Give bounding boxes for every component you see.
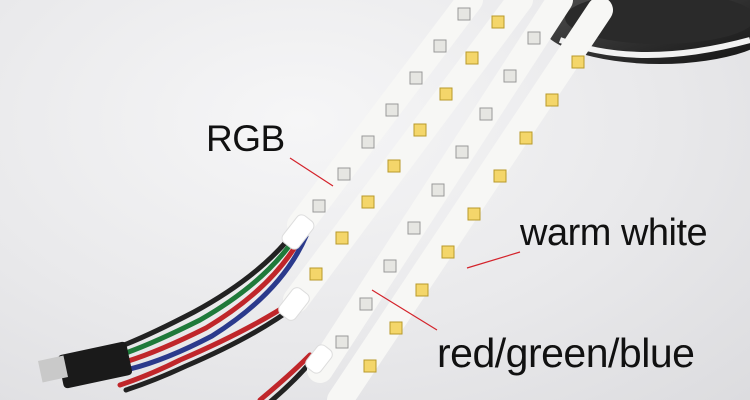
leader-lines [289, 157, 521, 331]
led-strip-warm-2 [327, 0, 613, 400]
label-rgb: RGB [206, 118, 285, 159]
led-strip-warm-1 [283, 0, 533, 313]
wires [113, 224, 317, 400]
heat-shrink-sleeves [278, 214, 333, 374]
led-strip-rgb-2 [307, 0, 573, 383]
label-warm-white: warm white [520, 212, 708, 254]
led-strip-rgb [287, 0, 483, 238]
label-red-green-blue: red/green/blue [437, 330, 695, 376]
connector-plug [37, 341, 133, 389]
